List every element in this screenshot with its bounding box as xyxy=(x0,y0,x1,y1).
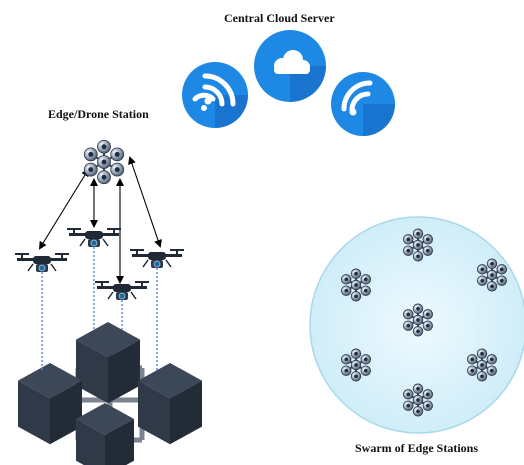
wifi-icon xyxy=(331,72,395,136)
central-cloud-server-label: Central Cloud Server xyxy=(224,11,335,25)
bidirectional-arrow xyxy=(128,156,162,248)
drone-3 xyxy=(130,249,184,268)
block-cube-left xyxy=(18,363,82,445)
drone-1 xyxy=(67,228,121,247)
swarm-of-edge-stations-label: Swarm of Edge Stations xyxy=(355,441,479,455)
swarm-station-1 xyxy=(403,228,433,262)
swarm-station-7 xyxy=(403,383,433,417)
swarm-station-2 xyxy=(341,268,371,302)
swarm-station-6 xyxy=(467,348,497,382)
edge-station-cluster xyxy=(83,139,125,185)
block-cube-bottom xyxy=(76,403,134,465)
block-cube-right xyxy=(138,363,202,445)
cloud-icon xyxy=(254,30,326,102)
wifi-icon xyxy=(182,62,248,128)
edge-drone-station-label: Edge/Drone Station xyxy=(48,107,149,121)
swarm-station-5 xyxy=(341,348,371,382)
drone-2 xyxy=(15,253,69,272)
swarm-station-3 xyxy=(477,258,507,292)
block-cube-top xyxy=(76,322,140,404)
drone-4 xyxy=(95,281,149,300)
bidirectional-arrow xyxy=(38,168,90,250)
swarm-station-4 xyxy=(403,303,433,337)
